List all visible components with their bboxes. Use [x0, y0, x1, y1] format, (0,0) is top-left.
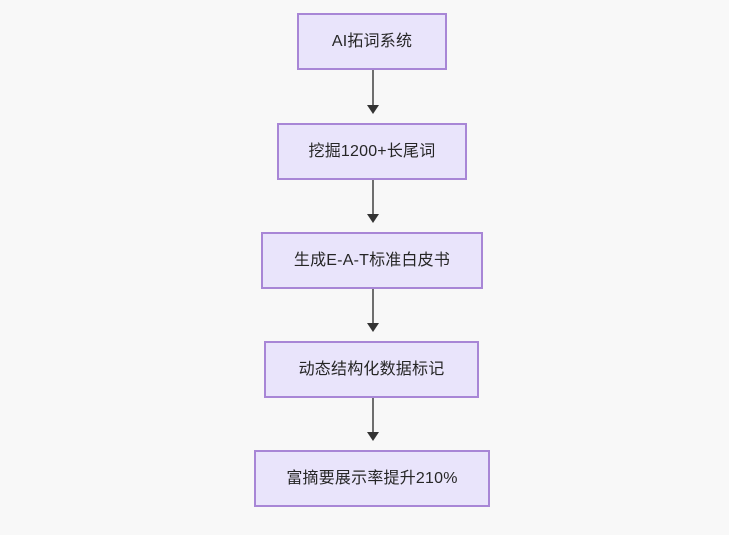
flow-node-mine-longtail-keywords[interactable]: 挖掘1200+长尾词	[277, 123, 467, 180]
flow-node-dynamic-structured-data-markup[interactable]: 动态结构化数据标记	[264, 341, 479, 398]
edge-node4-to-node5	[367, 398, 379, 441]
flow-node-rich-snippet-rate-increase[interactable]: 富摘要展示率提升210%	[254, 450, 490, 507]
edge-line	[372, 180, 374, 215]
edge-node3-to-node4	[367, 289, 379, 332]
flow-node-generate-eat-whitepaper[interactable]: 生成E-A-T标准白皮书	[261, 232, 483, 289]
flow-node-label: 生成E-A-T标准白皮书	[293, 251, 451, 269]
flow-node-label: AI拓词系统	[331, 32, 413, 50]
flow-node-ai-keyword-system[interactable]: AI拓词系统	[297, 13, 447, 70]
flow-node-label: 富摘要展示率提升210%	[286, 469, 458, 487]
edge-line	[372, 70, 374, 106]
flow-node-label: 挖掘1200+长尾词	[308, 142, 436, 160]
arrowhead-icon	[367, 214, 379, 223]
arrowhead-icon	[367, 323, 379, 332]
arrowhead-icon	[367, 432, 379, 441]
flow-node-label: 动态结构化数据标记	[298, 360, 445, 378]
arrowhead-icon	[367, 105, 379, 114]
edge-node1-to-node2	[367, 70, 379, 114]
edge-node2-to-node3	[367, 180, 379, 223]
edge-line	[372, 398, 374, 433]
edge-line	[372, 289, 374, 324]
